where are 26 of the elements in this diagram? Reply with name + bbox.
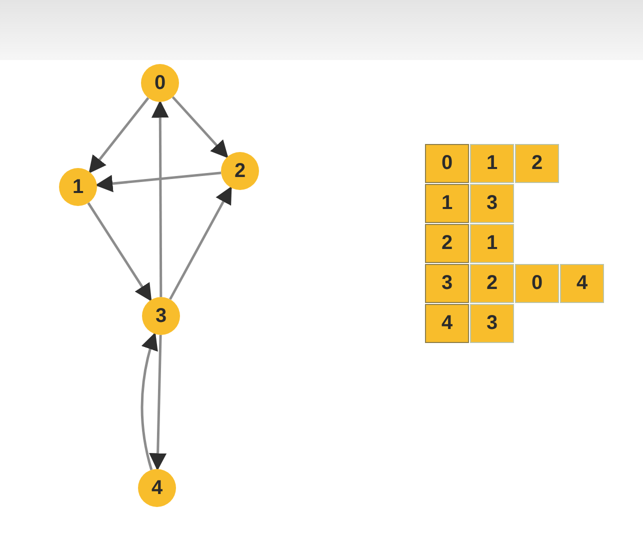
arrow: [149, 334, 167, 471]
table-cell: 1: [470, 144, 514, 183]
vertex-circle: 4: [138, 469, 176, 507]
arrow: [87, 202, 152, 302]
table-cell: 2: [425, 224, 469, 263]
arrow: [169, 186, 232, 300]
table-cell: 4: [560, 264, 604, 303]
table-cell: 1: [425, 184, 469, 223]
vertex-circle: 3: [142, 297, 180, 335]
arrow: [95, 172, 222, 192]
arrow: [172, 96, 228, 158]
table-cell: 3: [470, 304, 514, 343]
vertex-circle: 2: [221, 152, 259, 190]
arrow: [140, 332, 158, 470]
vertex-circle: 1: [59, 168, 97, 206]
table-cell: 0: [515, 264, 559, 303]
arrow: [88, 97, 150, 174]
arrow: [151, 100, 169, 297]
table-cell: 4: [425, 304, 469, 343]
table-cell: 0: [425, 144, 469, 183]
table-cell: 2: [515, 144, 559, 183]
table-cell: 2: [470, 264, 514, 303]
table-cell: 1: [470, 224, 514, 263]
vertex-circle: 0: [141, 64, 179, 102]
table-cell: 3: [425, 264, 469, 303]
table-cell: 3: [470, 184, 514, 223]
